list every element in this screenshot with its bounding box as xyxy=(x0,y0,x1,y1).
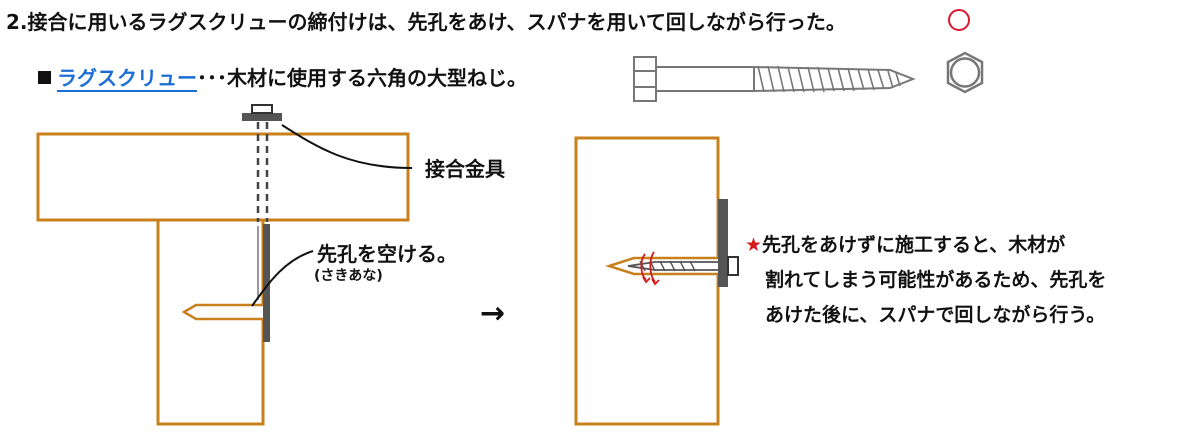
steel-plate-right xyxy=(718,199,728,287)
note-line-3: あけた後に、スパナで回しながら行う。 xyxy=(765,304,1106,326)
lag-screw-side-icon xyxy=(633,56,916,102)
pilot-hole xyxy=(181,303,263,321)
correct-circle-icon xyxy=(948,9,970,31)
note-line-2: 割れてしまう可能性があるため、先孔を xyxy=(765,269,1107,291)
rotation-arrow-icon xyxy=(640,251,660,286)
question-text: 2.接合に用いるラグスクリューの締付けは、先孔をあけ、スパナを用いて回しながら行… xyxy=(6,10,846,34)
pilot-hole-reading: (さきあな) xyxy=(314,268,383,284)
left-joint-figure xyxy=(36,104,413,426)
star-icon: ★ xyxy=(745,234,763,256)
horizontal-beam xyxy=(36,132,410,222)
transition-arrow: → xyxy=(480,296,506,331)
term-lag-screw: ラグスクリュー xyxy=(57,66,197,92)
right-joint-figure xyxy=(574,136,739,426)
pilot-hole-label: 先孔を空ける。 xyxy=(317,242,457,266)
vertical-post xyxy=(156,218,265,426)
square-bullet-icon xyxy=(38,71,51,84)
note-line-1: ★先孔をあけずに施工すると、木材が xyxy=(745,234,1066,256)
bolt-head-right xyxy=(727,256,739,276)
steel-plate xyxy=(263,224,270,342)
hex-nut-icon xyxy=(946,51,984,94)
definition-line: ラグスクリュー･･･木材に使用する六角の大型ねじ。 xyxy=(38,62,527,92)
hardware-label: 接合金具 xyxy=(425,157,505,181)
explanation-note: ★先孔をあけずに施工すると、木材が 割れてしまう可能性があるため、先孔を あけた… xyxy=(745,228,1106,333)
term-description: ･･･木材に使用する六角の大型ねじ。 xyxy=(197,66,527,90)
